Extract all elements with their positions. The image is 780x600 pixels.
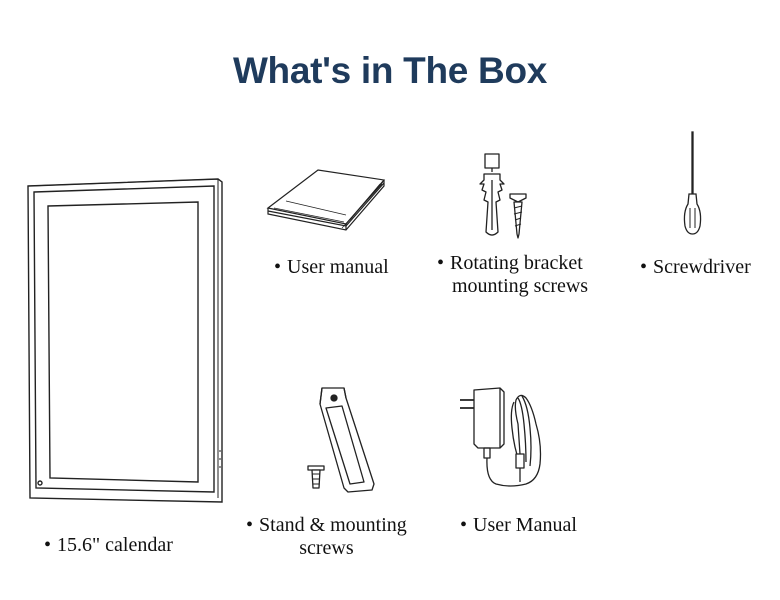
power-adapter-icon: [456, 384, 550, 496]
item-caption-bracket-screws: •Rotating bracket mounting screws: [437, 252, 589, 297]
page-title: What's in The Box: [232, 50, 548, 91]
item-caption-user-manual: •User manual: [274, 256, 389, 278]
manual-booklet-icon: [266, 168, 390, 238]
item-caption-calendar: •15.6" calendar: [44, 534, 173, 556]
screwdriver-icon: [680, 130, 706, 238]
item-caption-adapter: •User Manual: [460, 514, 577, 536]
calendar-display-icon: [24, 176, 228, 506]
item-caption-screwdriver: •Screwdriver: [640, 256, 751, 278]
item-caption-stand: •Stand & mounting screws: [246, 514, 407, 559]
bracket-screws-icon: [470, 150, 534, 242]
stand-icon: [302, 384, 386, 496]
